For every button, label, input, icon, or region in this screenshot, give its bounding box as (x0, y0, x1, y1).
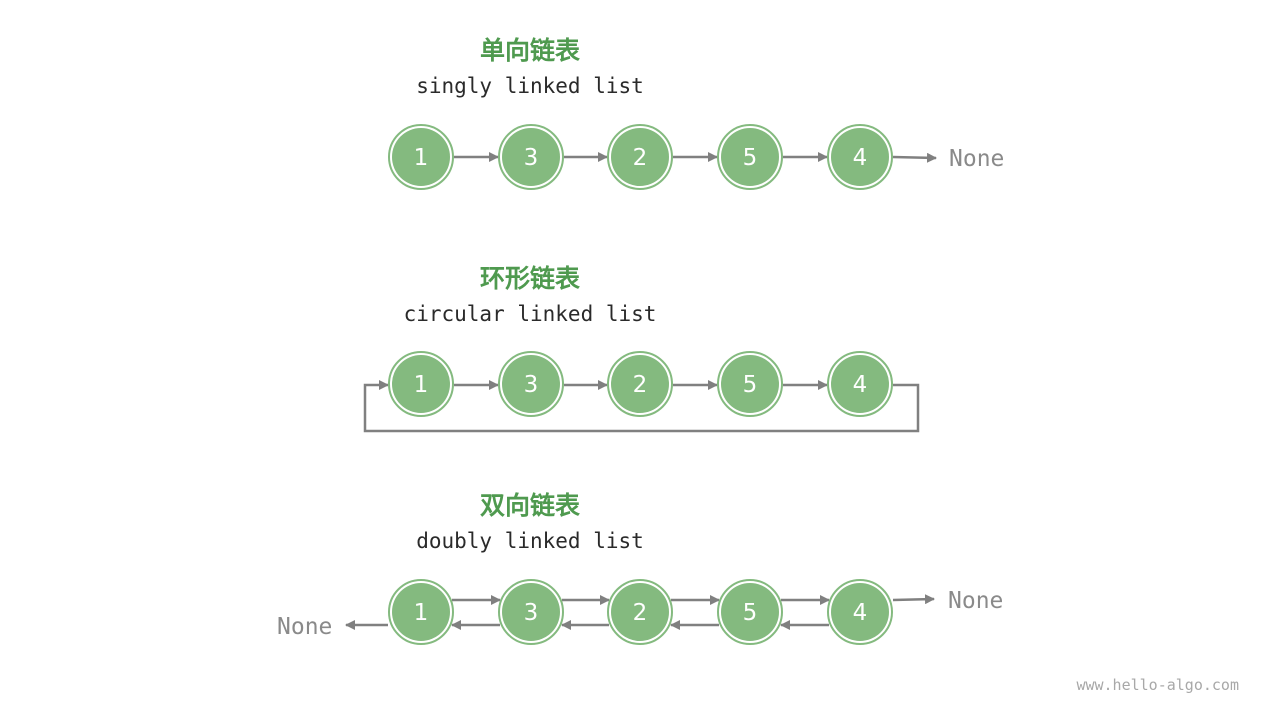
doubly-none-left-label: None (277, 614, 332, 640)
singly-node: 2 (607, 124, 673, 190)
node-circle (392, 355, 450, 413)
node-value: 3 (524, 145, 539, 171)
node-circle (831, 583, 889, 641)
node-circle (611, 128, 669, 186)
circular-node: 5 (717, 351, 783, 417)
next-arrow-to-none (892, 594, 935, 605)
doubly-edges (345, 594, 935, 630)
node-circle (831, 128, 889, 186)
node-circle (502, 128, 560, 186)
node-value: 4 (853, 372, 868, 398)
circular-node: 1 (388, 351, 454, 417)
singly-edges (454, 152, 937, 163)
circular-nodes: 1 3 2 5 4 (388, 351, 893, 417)
node-circle (831, 355, 889, 413)
node-circle (721, 128, 779, 186)
node-value: 4 (853, 600, 868, 626)
node-value: 3 (524, 372, 539, 398)
circular-node: 3 (498, 351, 564, 417)
doubly-linked-list-section: 双向链表 doubly linked list 1 3 2 5 4 None None (277, 491, 1003, 645)
node-value: 2 (633, 372, 648, 398)
node-value: 5 (743, 372, 758, 398)
circular-node: 2 (607, 351, 673, 417)
singly-node: 3 (498, 124, 564, 190)
node-circle (721, 583, 779, 641)
node-circle (611, 355, 669, 413)
doubly-title-en: doubly linked list (416, 529, 644, 553)
singly-nodes: 1 3 2 5 4 (388, 124, 893, 190)
doubly-node: 4 (827, 579, 893, 645)
circular-back-arrow (363, 380, 920, 433)
singly-linked-list-section: 单向链表 singly linked list 1 3 2 5 4 None (388, 36, 1004, 190)
node-circle (721, 355, 779, 413)
node-value: 3 (524, 600, 539, 626)
doubly-node: 2 (607, 579, 673, 645)
node-circle (392, 128, 450, 186)
circular-linked-list-section: 环形链表 circular linked list 1 3 2 5 4 (363, 264, 920, 433)
node-value: 5 (743, 600, 758, 626)
node-circle (502, 583, 560, 641)
node-value: 2 (633, 145, 648, 171)
doubly-nodes: 1 3 2 5 4 (388, 579, 893, 645)
doubly-node: 3 (498, 579, 564, 645)
circular-title-en: circular linked list (404, 302, 657, 326)
next-arrow-to-none (892, 152, 937, 163)
doubly-node: 1 (388, 579, 454, 645)
node-value: 1 (414, 145, 429, 171)
node-value: 1 (414, 600, 429, 626)
singly-node: 1 (388, 124, 454, 190)
doubly-none-right-label: None (948, 588, 1003, 614)
doubly-title-zh: 双向链表 (480, 491, 581, 520)
node-circle (392, 583, 450, 641)
node-value: 5 (743, 145, 758, 171)
singly-node: 5 (717, 124, 783, 190)
singly-node: 4 (827, 124, 893, 190)
singly-none-label: None (949, 146, 1004, 172)
singly-title-zh: 单向链表 (480, 36, 581, 65)
singly-title-en: singly linked list (416, 74, 644, 98)
watermark-text: www.hello-algo.com (1076, 676, 1239, 694)
node-value: 1 (414, 372, 429, 398)
circular-edges (363, 380, 920, 433)
node-value: 2 (633, 600, 648, 626)
node-circle (611, 583, 669, 641)
node-circle (502, 355, 560, 413)
doubly-node: 5 (717, 579, 783, 645)
circular-title-zh: 环形链表 (480, 264, 581, 293)
node-value: 4 (853, 145, 868, 171)
circular-node: 4 (827, 351, 893, 417)
